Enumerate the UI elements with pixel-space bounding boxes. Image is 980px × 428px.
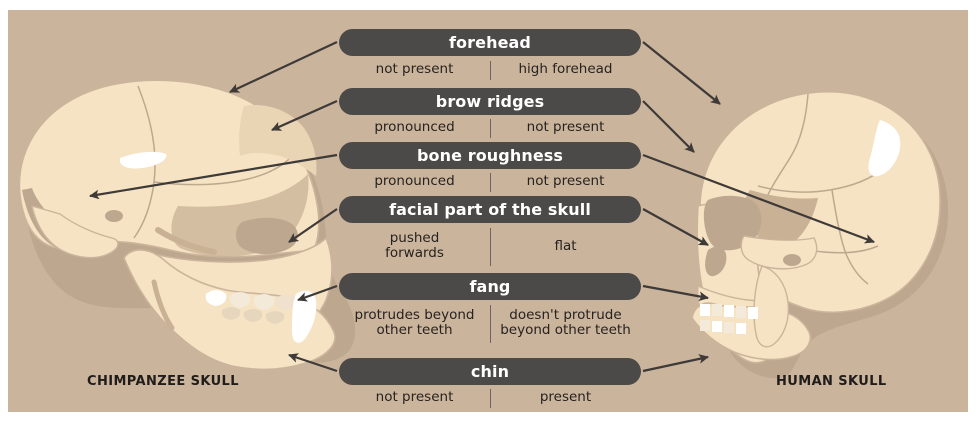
arrow-forehead-left xyxy=(229,41,338,93)
feature-rows: forehead not present high forehead brow … xyxy=(8,10,968,412)
feature-label-bone-roughness[interactable]: bone roughness xyxy=(339,142,641,169)
value-left-facial-part-of-the-skull: pushed forwards xyxy=(385,230,444,261)
feature-label-facial-part-of-the-skull[interactable]: facial part of the skull xyxy=(339,196,641,223)
feature-label-fang[interactable]: fang xyxy=(339,273,641,300)
value-divider-facial-part-of-the-skull xyxy=(490,228,491,266)
value-right-forehead: high forehead xyxy=(518,61,613,77)
feature-values-facial-part-of-the-skull: pushed forwards flat xyxy=(339,231,641,261)
human-skull-caption: HUMAN SKULL xyxy=(776,374,887,389)
chimpanzee-teeth xyxy=(205,290,317,343)
value-right-fang: doesn't protrude beyond other teeth xyxy=(500,307,631,338)
arrow-chin-left xyxy=(288,353,338,373)
arrow-brow-ridges-left xyxy=(271,99,338,132)
comparison-panel: forehead not present high forehead brow … xyxy=(8,10,968,412)
chimpanzee-skull-illustration xyxy=(18,79,356,371)
arrow-fang-left xyxy=(297,284,338,302)
feature-label-forehead[interactable]: forehead xyxy=(339,29,641,56)
arrow-facial-part-left xyxy=(288,208,338,243)
skull-illustrations xyxy=(18,79,949,379)
value-divider-forehead xyxy=(490,61,491,80)
value-left-brow-ridges: pronounced xyxy=(374,119,455,135)
value-divider-chin xyxy=(490,389,491,408)
value-divider-bone-roughness xyxy=(490,173,491,192)
value-left-bone-roughness: pronounced xyxy=(374,173,455,189)
arrow-brow-ridges-right xyxy=(642,100,695,153)
feature-label-brow-ridges[interactable]: brow ridges xyxy=(339,88,641,115)
value-right-chin: present xyxy=(539,389,592,405)
value-left-fang: protrudes beyond other teeth xyxy=(354,307,475,338)
connector-arrows xyxy=(89,41,875,373)
value-left-forehead: not present xyxy=(375,61,454,77)
arrow-chin-right xyxy=(642,354,709,373)
feature-values-forehead: not present high forehead xyxy=(339,62,641,77)
arrow-fang-right xyxy=(642,284,709,302)
feature-values-chin: not present present xyxy=(339,390,641,405)
value-right-brow-ridges: not present xyxy=(526,119,605,135)
feature-values-fang: protrudes beyond other teeth doesn't pro… xyxy=(339,308,641,338)
arrow-bone-roughness-left xyxy=(89,153,338,200)
feature-values-bone-roughness: pronounced not present xyxy=(339,174,641,189)
feature-label-chin[interactable]: chin xyxy=(339,358,641,385)
value-right-facial-part-of-the-skull: flat xyxy=(554,238,577,254)
value-left-chin: not present xyxy=(375,389,454,405)
chimpanzee-fang xyxy=(292,290,317,343)
feature-values-brow-ridges: pronounced not present xyxy=(339,120,641,135)
arrow-bone-roughness-right xyxy=(642,153,875,244)
value-right-bone-roughness: not present xyxy=(526,173,605,189)
arrow-forehead-right xyxy=(642,41,721,105)
human-teeth xyxy=(700,304,758,334)
human-skull-illustration xyxy=(691,91,949,379)
arrow-facial-part-right xyxy=(642,208,709,246)
value-divider-fang xyxy=(490,305,491,343)
chimpanzee-skull-caption: CHIMPANZEE SKULL xyxy=(87,374,239,389)
value-divider-brow-ridges xyxy=(490,119,491,138)
